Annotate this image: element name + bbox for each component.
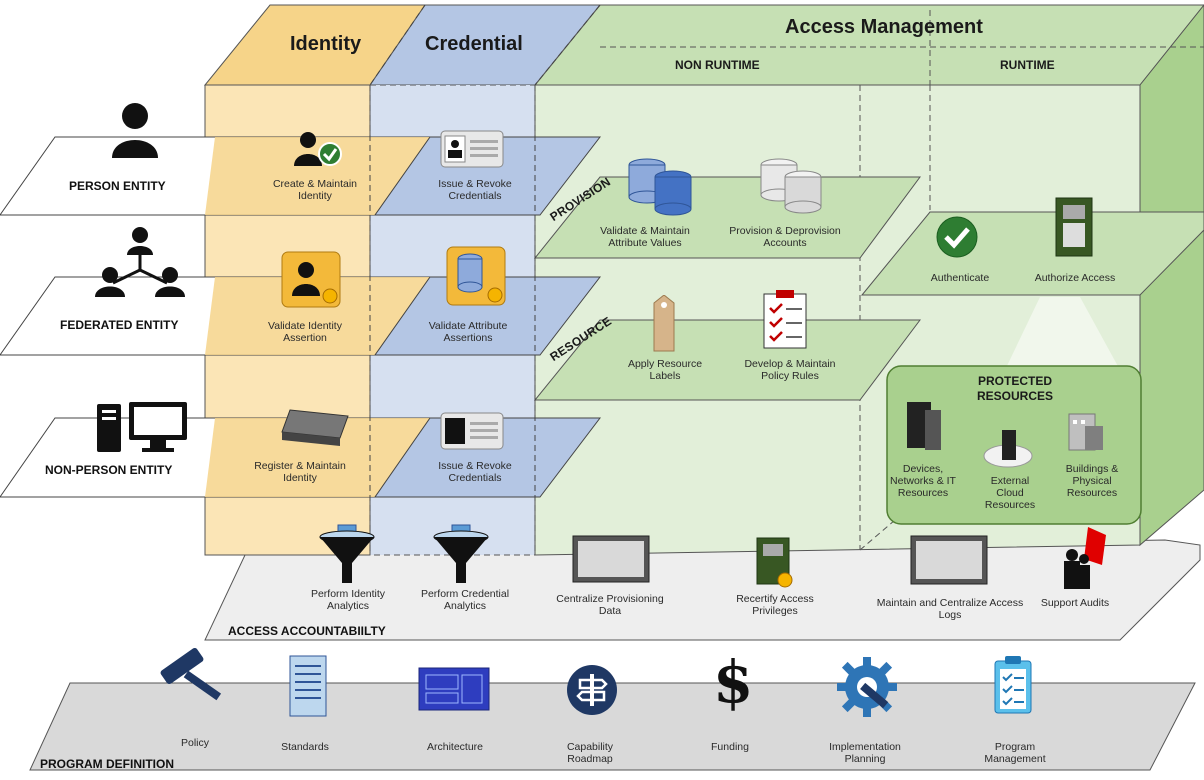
standards-doc-icon	[289, 655, 327, 717]
computer-icon	[97, 402, 187, 452]
funnel-icon	[319, 524, 375, 583]
policy-label: Policy	[180, 737, 209, 749]
authenticate-label: Authenticate	[930, 272, 990, 284]
checklist-icon	[763, 290, 807, 349]
tag-icon	[653, 295, 675, 352]
audit-people-icon	[1064, 527, 1106, 589]
standards-label: Standards	[281, 741, 329, 753]
credential-card-icon	[440, 130, 504, 168]
program-definition-label: PROGRAM DEFINITION	[40, 757, 174, 771]
credential-card-dark-icon	[440, 412, 504, 450]
architecture-label: Architecture	[426, 741, 484, 753]
recertify-icon	[756, 537, 793, 588]
dollar-icon: $	[713, 648, 754, 716]
external-cloud-label: External Cloud Resources	[984, 475, 1036, 511]
non-runtime-label: NON RUNTIME	[675, 58, 760, 72]
non-person-entity-label: NON-PERSON ENTITY	[45, 463, 173, 477]
attribute-validate-icon	[446, 246, 506, 306]
monitor-log-icon	[910, 535, 988, 585]
develop-policy-rules-label: Develop & Maintain Policy Rules	[744, 358, 836, 382]
support-audits-label: Support Audits	[1040, 597, 1110, 609]
database-gray-icon	[760, 158, 822, 214]
federated-entity-icon	[95, 227, 185, 297]
column-credential: Credential	[425, 33, 523, 55]
create-maintain-identity-label: Create & Maintain Identity	[272, 178, 358, 202]
validate-attribute-assertions-label: Validate Attribute Assertions	[428, 320, 508, 344]
perform-identity-analytics-label: Perform Identity Analytics	[310, 588, 386, 612]
resource-plane	[533, 319, 921, 401]
building-icon	[1068, 413, 1103, 451]
centralize-provisioning-label: Centralize Provisioning Data	[556, 593, 664, 617]
cloud-server-icon	[983, 430, 1033, 468]
perform-credential-analytics-label: Perform Credential Analytics	[420, 588, 510, 612]
implementation-planning-label: Implementation Planning	[829, 741, 901, 765]
signpost-icon	[567, 665, 617, 715]
check-circle-icon	[936, 216, 978, 258]
runtime-label: RUNTIME	[1000, 58, 1055, 72]
blueprint-icon	[418, 667, 490, 711]
person-icon	[112, 103, 158, 158]
clipboard-icon	[994, 656, 1032, 714]
authorize-server-icon	[1055, 197, 1093, 257]
authorize-access-label: Authorize Access	[1034, 272, 1116, 284]
column-identity: Identity	[290, 33, 362, 55]
funnel-icon	[433, 524, 489, 583]
protected-resources-title: PROTECTED RESOURCES	[976, 374, 1053, 403]
buildings-physical-label: Buildings & Physical Resources	[1065, 463, 1119, 499]
register-book-icon	[281, 409, 349, 446]
identity-validate-icon	[281, 251, 341, 308]
column-access-management: Access Management	[785, 16, 983, 38]
maintain-access-logs-label: Maintain and Centralize Access Logs	[876, 597, 1024, 621]
recertify-access-label: Recertify Access Privileges	[736, 593, 814, 617]
user-check-icon	[294, 132, 342, 166]
program-management-label: Program Management	[984, 741, 1046, 765]
devices-server-icon	[907, 402, 941, 450]
validate-identity-assertion-label: Validate Identity Assertion	[268, 320, 342, 344]
provision-deprovision-accounts-label: Provision & Deprovision Accounts	[729, 225, 841, 249]
validate-attribute-values-label: Validate & Maintain Attribute Values	[600, 225, 690, 249]
issue-revoke-credentials-label: Issue & Revoke Credentials	[438, 178, 512, 202]
database-blue-icon	[628, 158, 692, 216]
access-accountability-label: ACCESS ACCOUNTABIILTY	[228, 624, 386, 638]
monitor-log-icon	[572, 535, 650, 583]
apply-resource-labels-label: Apply Resource Labels	[627, 358, 703, 382]
gavel-icon	[160, 648, 222, 701]
devices-networks-label: Devices, Networks & IT Resources	[890, 463, 956, 499]
funding-label: Funding	[711, 741, 749, 753]
register-maintain-identity-label: Register & Maintain Identity	[254, 460, 346, 484]
capability-roadmap-label: Capability Roadmap	[566, 741, 614, 765]
person-entity-label: PERSON ENTITY	[69, 179, 166, 193]
issue-revoke-credentials-np-label: Issue & Revoke Credentials	[438, 460, 512, 484]
federated-entity-label: FEDERATED ENTITY	[60, 318, 179, 332]
gear-wrench-icon	[837, 657, 897, 717]
